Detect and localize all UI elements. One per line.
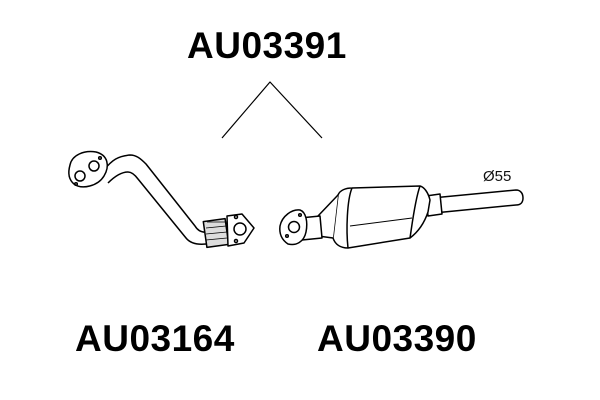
catalytic-converter-part-number: AU03390 xyxy=(317,318,477,359)
front-pipe-drawing xyxy=(68,150,255,249)
pipe-diameter-label: Ø55 xyxy=(483,168,512,185)
inlet-flange xyxy=(279,209,308,246)
assembly-connector-lines xyxy=(221,81,323,139)
assembly-part-number: AU03391 xyxy=(187,25,347,66)
tail-pipe xyxy=(431,189,524,214)
rear-flange xyxy=(226,213,255,247)
front-flange xyxy=(68,150,109,188)
catalytic-converter-drawing xyxy=(279,185,524,249)
front-pipe-part-number: AU03164 xyxy=(75,318,235,359)
converter-body xyxy=(332,185,431,249)
